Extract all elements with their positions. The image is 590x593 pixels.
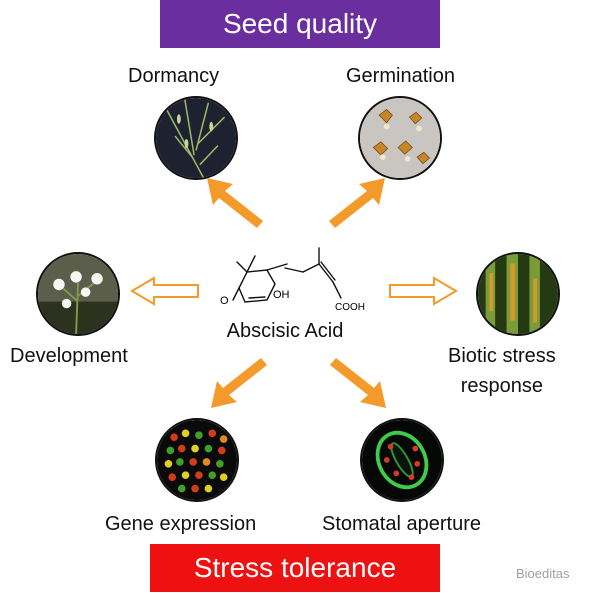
dormancy-label: Dormancy [128,65,220,87]
arrow-to-development [130,276,199,306]
germination-label: Germination [346,65,455,87]
stress-tolerance-banner: Stress tolerance [150,544,440,592]
stomatal-aperture-image [360,418,444,502]
biotic-stress-image [476,252,560,336]
arrow-to-stomatal-aperture [330,358,386,408]
hydroxyl-label: OH [273,289,290,301]
germination-image [358,96,442,180]
seed-quality-banner: Seed quality [160,0,440,48]
biotic-stress-line-1: Biotic stress [448,345,556,367]
biotic-stress-line-2: response [460,375,544,397]
abscisic-acid-structure: O OH COOH [220,247,365,313]
watermark: Bioeditas [516,566,570,581]
arrow-to-biotic-stress [389,276,458,306]
abscisic-acid-label: Abscisic Acid [226,320,344,342]
development-label: Development [10,345,128,367]
dormancy-image [154,96,238,180]
gene-expression-label: Gene expression [105,513,257,535]
arrow-to-dormancy [207,178,263,228]
biotic-stress-label: Biotic stress response [448,344,556,398]
ketone-oxygen-label: O [220,295,229,307]
arrow-to-gene-expression [211,358,267,408]
gene-expression-image [155,418,239,502]
arrow-to-germination [329,178,385,228]
carboxyl-label: COOH [335,302,365,313]
stomatal-aperture-label: Stomatal aperture [322,513,481,535]
development-image [36,252,120,336]
